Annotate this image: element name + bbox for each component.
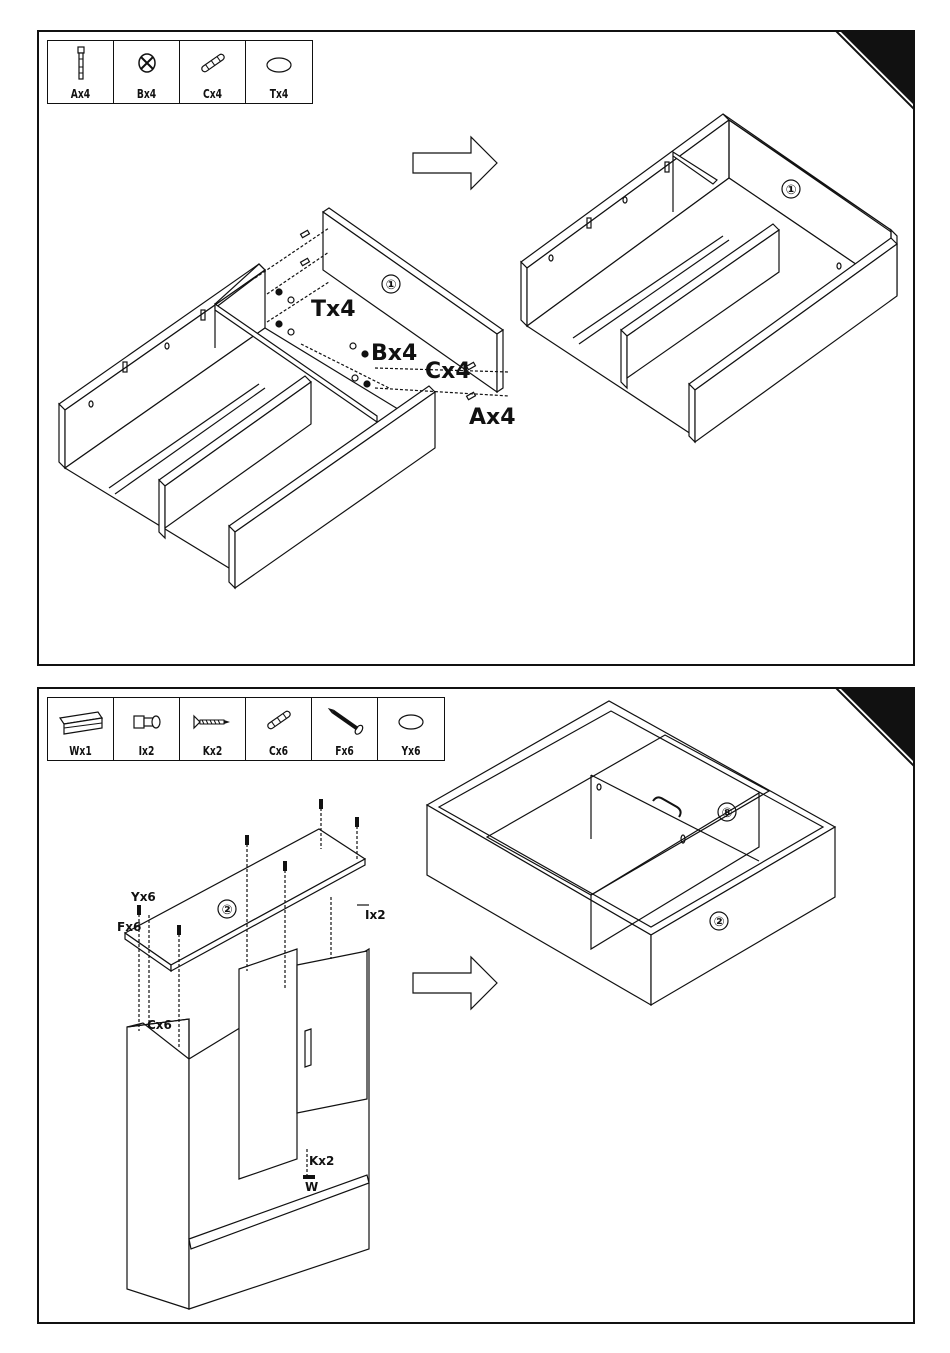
- callout-c: Cx4: [425, 359, 471, 384]
- assembly-step-2: Wx1 Ix2 Kx2: [37, 687, 915, 1324]
- result-panel-number-label: ①: [785, 183, 796, 198]
- callout-w: W: [305, 1180, 318, 1194]
- top-panel-number: ②: [221, 903, 232, 918]
- callout-a: Ax4: [469, 405, 516, 430]
- assembly-step-1: Ax4 Bx4 Cx4 Tx4: [37, 30, 915, 666]
- step-1-drawing: ① ① Tx4 Bx4 Cx4 Ax4: [39, 32, 915, 666]
- panel-number-label: ①: [385, 278, 396, 293]
- callout-i: Ix2: [365, 908, 386, 922]
- callout-b: Bx4: [371, 341, 417, 366]
- callout-k: Kx2: [309, 1154, 334, 1168]
- callout-t: Tx4: [311, 297, 356, 322]
- step-2-drawing: ② Yx6 Fx6 Cx6 Ix2 Kx2 W ⑧ ②: [39, 689, 915, 1324]
- result-top-number: ⑧: [721, 806, 732, 821]
- direction-arrow-icon: [413, 137, 497, 189]
- callout-f: Fx6: [117, 920, 141, 934]
- result-bottom-number: ②: [713, 915, 724, 930]
- callout-y: Yx6: [130, 890, 156, 904]
- callout-c: Cx6: [147, 1018, 172, 1032]
- direction-arrow-icon: [413, 957, 497, 1009]
